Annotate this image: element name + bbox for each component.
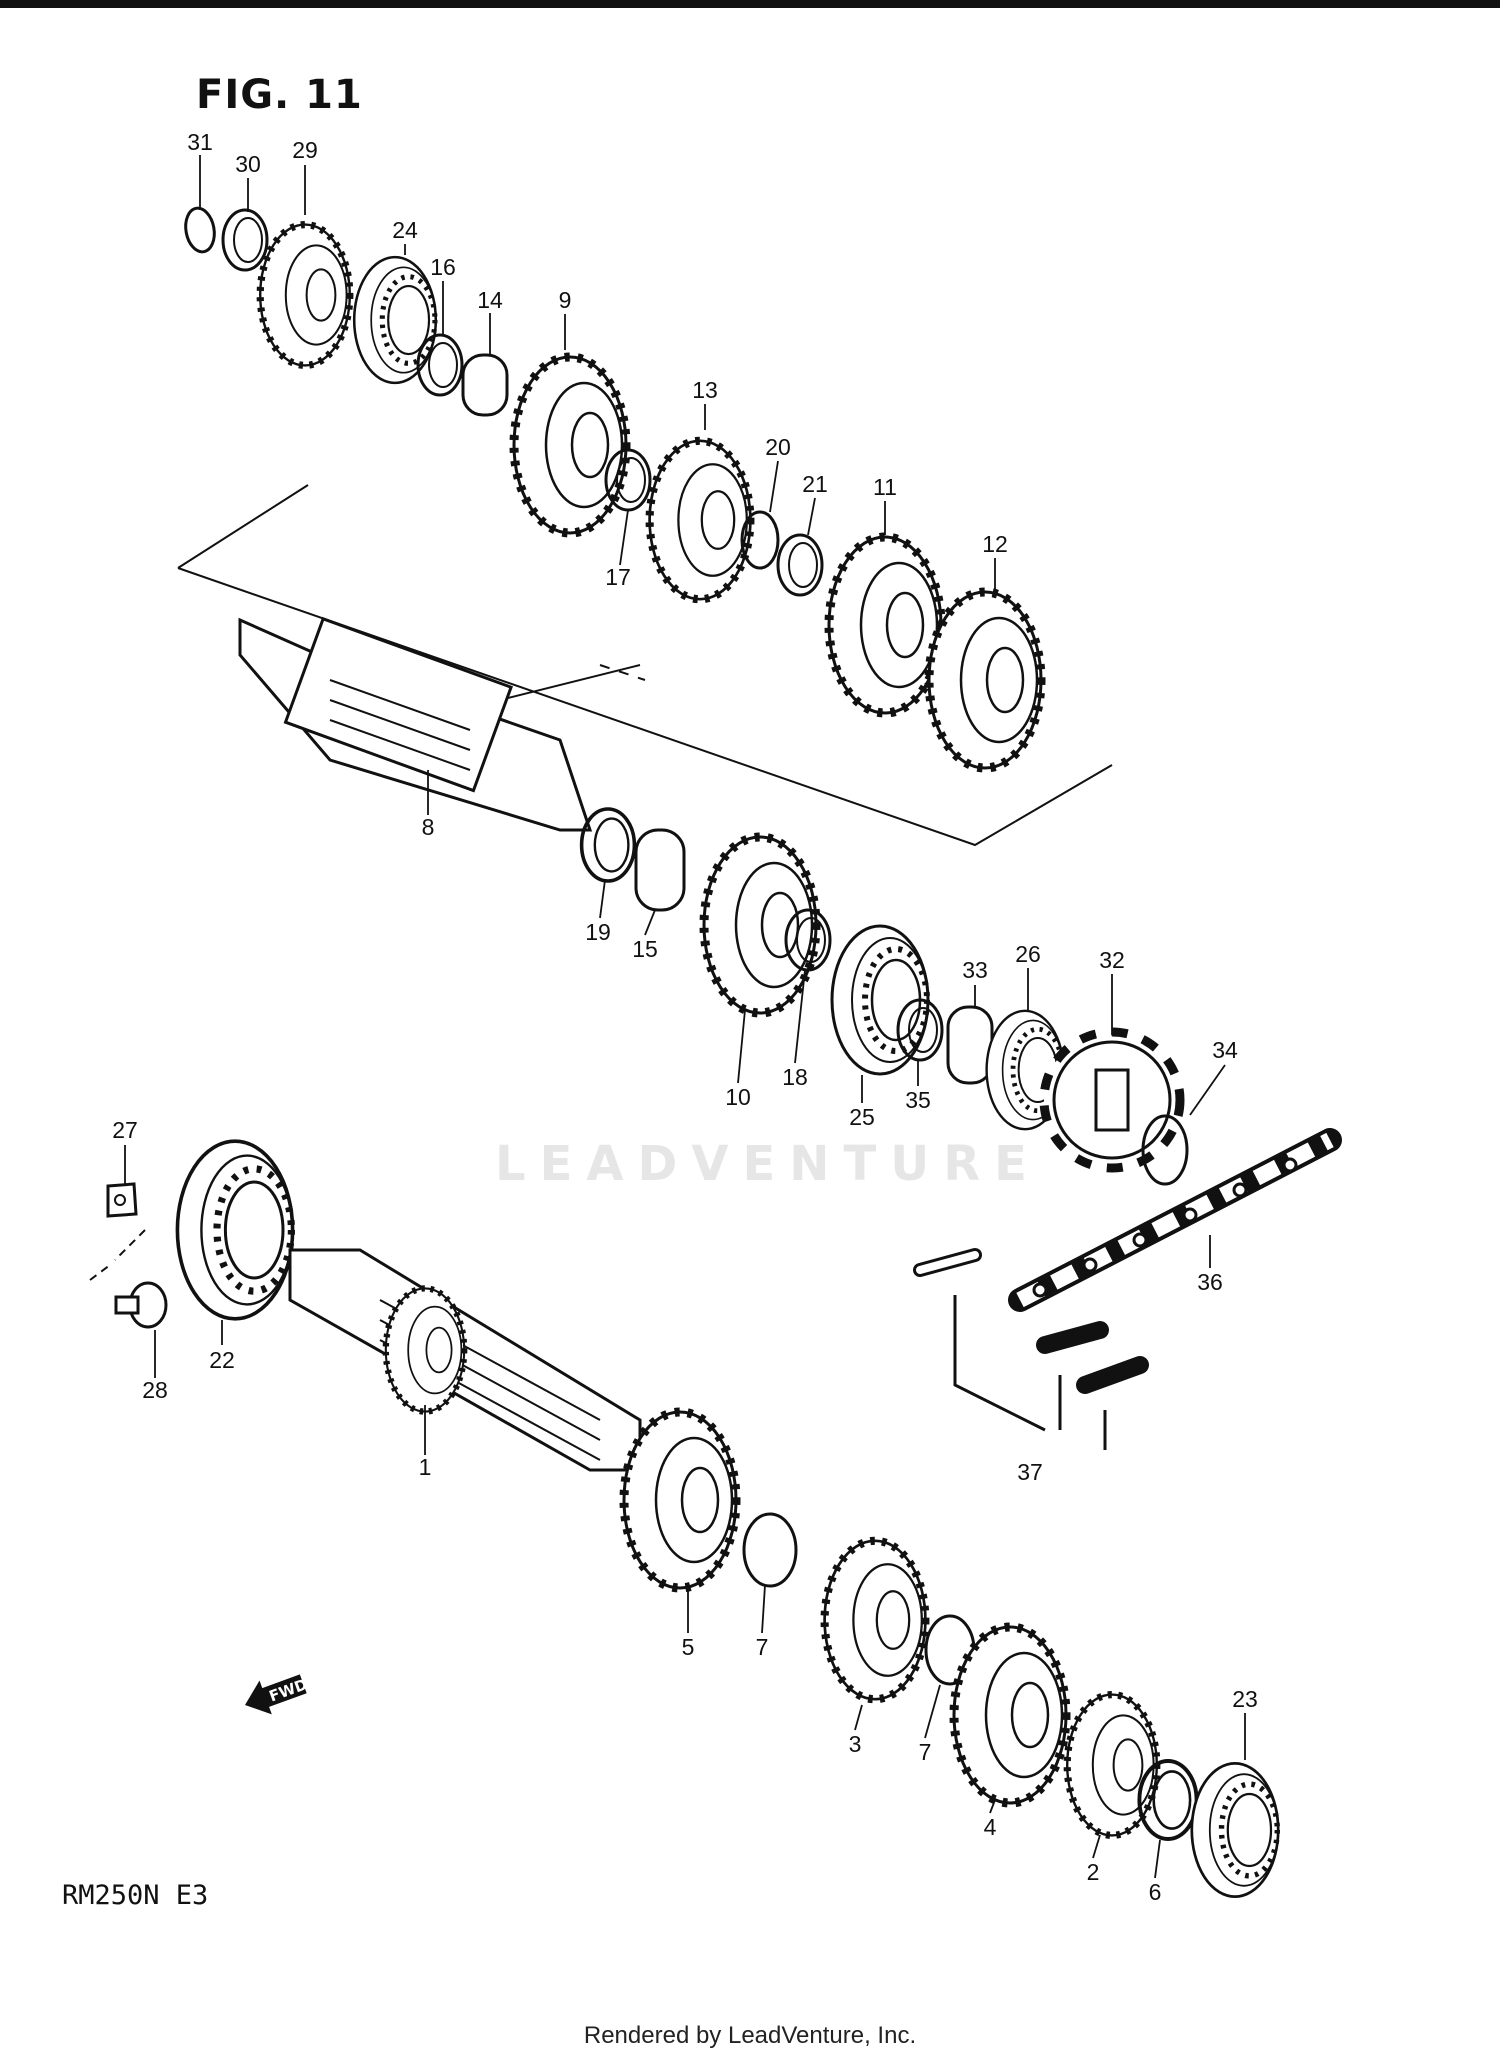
- circlip-7a: [742, 1512, 798, 1588]
- callout-12: 12: [982, 531, 1008, 557]
- callout-14: 14: [477, 287, 503, 313]
- countershaft-8: [238, 616, 593, 832]
- gear-on-shaft-1: [386, 1288, 464, 1411]
- callout-31: 31: [187, 129, 213, 155]
- callout-labels: 31 30 29 24 16 14 9 13 20 21 17 11 12 8 …: [112, 129, 1258, 1905]
- screw-28: [114, 1281, 168, 1329]
- circlip-20: [740, 510, 780, 570]
- callout-9: 9: [559, 287, 572, 313]
- callout-20: 20: [765, 434, 791, 460]
- circlip-31: [184, 206, 216, 254]
- callout-5: 5: [682, 1634, 695, 1660]
- figure-title: FIG. 11: [196, 72, 363, 118]
- gear-5: [624, 1412, 736, 1588]
- callout-2: 2: [1087, 1859, 1100, 1885]
- gear-2: [1067, 1695, 1157, 1836]
- callout-3: 3: [849, 1731, 862, 1757]
- callout-17: 17: [605, 564, 631, 590]
- callout-23: 23: [1232, 1686, 1258, 1712]
- callout-16: 16: [430, 254, 456, 280]
- bushing-14: [461, 353, 509, 417]
- bushing-15: [634, 828, 686, 912]
- bearing-23: [1192, 1763, 1278, 1896]
- callout-8: 8: [422, 814, 435, 840]
- gear-3: [825, 1541, 926, 1699]
- circlip-34: [1141, 1114, 1189, 1186]
- fwd-arrow-icon: FWD: [245, 1674, 310, 1715]
- callout-28: 28: [142, 1377, 168, 1403]
- gear-9: [514, 357, 626, 533]
- callout-29: 29: [292, 137, 318, 163]
- callout-21: 21: [802, 471, 828, 497]
- gear-11: [829, 537, 941, 713]
- callout-34: 34: [1212, 1037, 1238, 1063]
- callout-26: 26: [1015, 941, 1041, 967]
- drive-chain-36: [1008, 1128, 1342, 1312]
- callout-6: 6: [1149, 1879, 1162, 1905]
- callout-11: 11: [873, 474, 897, 500]
- callout-1: 1: [419, 1454, 432, 1480]
- fwd-label: FWD: [267, 1675, 310, 1705]
- gear-4: [954, 1627, 1066, 1803]
- callout-22: 22: [209, 1347, 235, 1373]
- callout-7b: 7: [919, 1739, 932, 1765]
- gear-13: [650, 441, 751, 599]
- callout-36: 36: [1197, 1269, 1223, 1295]
- callout-32: 32: [1099, 947, 1125, 973]
- callout-37: 37: [1017, 1459, 1043, 1485]
- footer-credit: Rendered by LeadVenture, Inc.: [583, 2022, 917, 2049]
- callout-10: 10: [725, 1084, 751, 1110]
- gear-29: [260, 225, 350, 366]
- retainer-27: [106, 1182, 138, 1218]
- page-top-border: [0, 0, 1500, 8]
- callout-35: 35: [905, 1087, 931, 1113]
- washer-21: [776, 533, 824, 597]
- callout-30: 30: [235, 151, 261, 177]
- gear-12: [929, 592, 1041, 768]
- callout-27: 27: [112, 1117, 138, 1143]
- callout-25: 25: [849, 1104, 875, 1130]
- callout-18: 18: [782, 1064, 808, 1090]
- callout-19: 19: [585, 919, 611, 945]
- chain-joint-37: [913, 1248, 1149, 1450]
- callout-33: 33: [962, 957, 988, 983]
- gear-10: [704, 837, 816, 1013]
- callout-15: 15: [632, 936, 658, 962]
- watermark-text: LEADVENTURE: [495, 1136, 1041, 1192]
- callout-13: 13: [692, 377, 718, 403]
- callout-4: 4: [984, 1814, 997, 1840]
- model-code: RM250N E3: [62, 1880, 209, 1911]
- callout-24: 24: [392, 217, 418, 243]
- bearing-24: [354, 257, 436, 383]
- washer-19: [579, 807, 637, 883]
- callout-7a: 7: [756, 1634, 769, 1660]
- sprocket-32: [1039, 1027, 1185, 1173]
- spacer-33: [946, 1005, 994, 1085]
- countershaft-group-outline: [177, 484, 1113, 847]
- bearing-22: [177, 1141, 292, 1319]
- callout-leader-lines: [124, 155, 1246, 1879]
- washer-30: [221, 208, 269, 272]
